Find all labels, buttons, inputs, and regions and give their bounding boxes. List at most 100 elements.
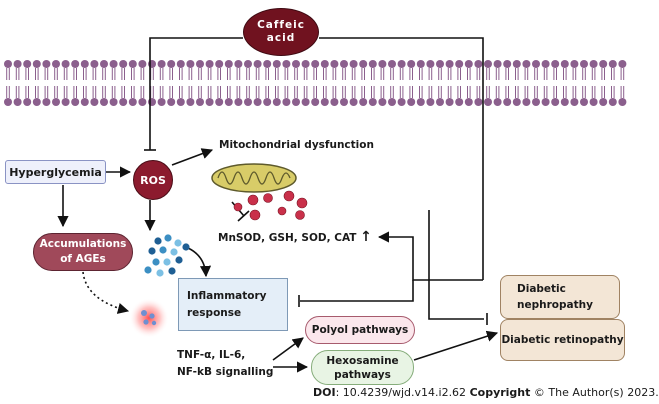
- caffeic-right-line: [319, 37, 484, 280]
- lipid-head: [138, 98, 147, 106]
- lipid-head: [388, 60, 396, 68]
- lipid-head: [484, 60, 492, 68]
- particles-to-inflam-arrow: [187, 247, 212, 278]
- lipid-head: [330, 98, 339, 106]
- diabetic-nephropathy-node: Diabetic nephropathy: [500, 275, 620, 319]
- lipid-head: [23, 98, 32, 106]
- lipid-head: [503, 60, 512, 68]
- antioxidant-markers-label: MnSOD, GSH, SOD, CAT ↑: [218, 229, 372, 245]
- ros-to-mito-arrow: [171, 148, 214, 166]
- inflammatory-label-line2: response: [187, 306, 242, 319]
- lipid-head: [349, 60, 358, 68]
- ros-node: ROS: [133, 160, 173, 200]
- lipid-head: [186, 60, 195, 68]
- blue-particle: [156, 269, 164, 277]
- lipid-head: [541, 60, 550, 68]
- ages-label-line1: Accumulations: [39, 238, 127, 250]
- mito-inhibit-bar: [237, 210, 250, 222]
- lipid-head: [311, 98, 320, 106]
- lipid-head: [42, 60, 51, 68]
- lipid-head: [551, 98, 560, 106]
- lipid-head: [167, 98, 176, 106]
- retinopathy-label: Diabetic retinopathy: [501, 334, 624, 346]
- lipid-head: [4, 60, 12, 68]
- diabetic-retinopathy-node: Diabetic retinopathy: [500, 319, 625, 361]
- polyol-label: Polyol pathways: [311, 324, 409, 336]
- lipid-head: [196, 98, 204, 106]
- lipid-head: [282, 98, 291, 106]
- blue-particle: [174, 239, 182, 247]
- lipid-head: [560, 60, 569, 68]
- lipid-head: [426, 60, 435, 68]
- lipid-head: [292, 98, 300, 106]
- lipid-head: [340, 60, 348, 68]
- lipid-head: [378, 60, 387, 68]
- lipid-head: [589, 98, 598, 106]
- cytokine-label-line2: NF-kB signalling: [177, 366, 274, 378]
- inflammatory-response-node: Inflammatory response: [178, 278, 288, 331]
- inhibit-diseases-line: [428, 210, 484, 320]
- blue-particle: [154, 237, 162, 245]
- lipid-head: [407, 98, 416, 106]
- lipid-head: [340, 98, 348, 106]
- inhibit-ros-line: [149, 37, 243, 150]
- ros-droplet: [233, 202, 243, 212]
- lipid-head: [215, 60, 224, 68]
- ros-droplet: [263, 193, 273, 203]
- doi-value: : 10.4239/wjd.v14.i2.62: [335, 386, 470, 399]
- nephropathy-label-line2: nephropathy: [517, 299, 593, 311]
- lipid-head: [167, 60, 176, 68]
- lipid-head: [109, 60, 118, 68]
- lipid-head: [119, 60, 128, 68]
- lipid-head: [580, 60, 588, 68]
- lipid-head: [407, 60, 416, 68]
- lipid-head: [205, 60, 214, 68]
- lipid-head: [128, 60, 137, 68]
- lipid-head: [80, 60, 89, 68]
- lipid-head: [320, 98, 329, 106]
- blue-particle: [159, 246, 167, 254]
- to-antioxidants-arrow: [377, 231, 483, 281]
- lipid-head: [570, 98, 579, 106]
- lipid-head: [618, 98, 627, 106]
- connector-lines: [57, 37, 499, 373]
- lipid-head: [100, 98, 108, 106]
- ros-droplets: [233, 190, 308, 221]
- doi-label: DOI: [313, 386, 336, 399]
- blue-particle: [170, 248, 178, 256]
- lipid-head: [436, 98, 444, 106]
- lipid-head: [90, 60, 99, 68]
- hexosamine-label-line2: pathways: [334, 368, 391, 381]
- lipid-head: [244, 60, 252, 68]
- ages-node: Accumulations of AGEs: [33, 233, 133, 271]
- copyright-value: © The Author(s) 2023.: [530, 386, 659, 399]
- ages-label-line2: of AGEs: [60, 253, 106, 265]
- lipid-head: [186, 98, 195, 106]
- lipid-head: [474, 98, 483, 106]
- lipid-head: [80, 98, 89, 106]
- lipid-head: [532, 98, 540, 106]
- lipid-head: [474, 60, 483, 68]
- lipid-head: [608, 60, 617, 68]
- lipid-head: [301, 98, 310, 106]
- caffeic-label-line2: acid: [266, 32, 296, 44]
- lipid-head: [224, 98, 233, 106]
- cytokine-label-line1: TNF-α, IL-6,: [177, 349, 246, 361]
- lipid-head: [234, 98, 243, 106]
- hexo-to-disease-arrow: [413, 330, 499, 361]
- lipid-head: [263, 60, 272, 68]
- lipid-head: [13, 60, 22, 68]
- lipid-head: [176, 98, 185, 106]
- lipid-head: [368, 98, 377, 106]
- lipid-head: [464, 60, 473, 68]
- ros-droplet: [247, 194, 259, 206]
- lipid-head: [484, 98, 492, 106]
- lipid-head: [426, 98, 435, 106]
- lipid-head: [503, 98, 512, 106]
- lipid-head: [493, 60, 502, 68]
- lipid-head: [522, 98, 531, 106]
- lipid-head: [560, 98, 569, 106]
- antioxidant-increase-arrow: ↑: [360, 229, 372, 245]
- diagram-graphics: [4, 37, 627, 373]
- lipid-head: [109, 98, 118, 106]
